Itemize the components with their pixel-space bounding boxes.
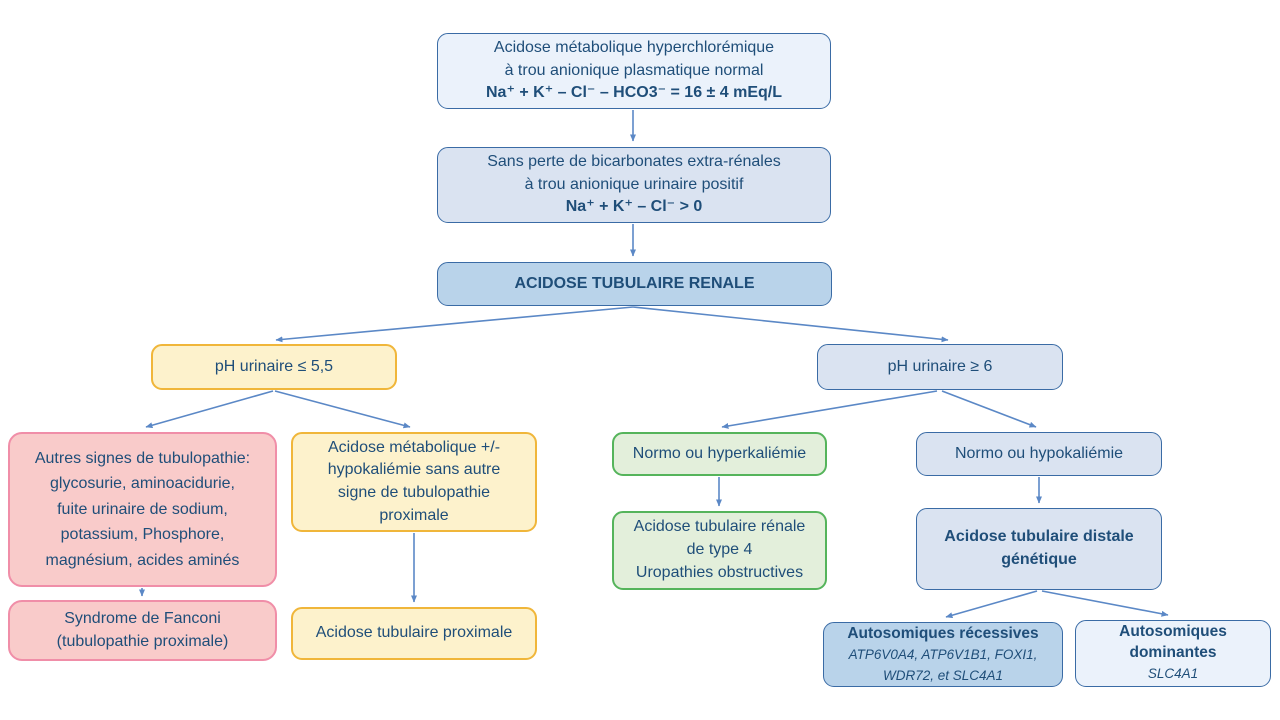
connector-arrow xyxy=(632,306,949,343)
node-genes: SLC4A1 xyxy=(1147,666,1199,682)
node-genes: ATP6V0A4, ATP6V1B1, FOXI1, WDR72, et SLC… xyxy=(848,647,1038,683)
node-title: Autosomiques dominantes xyxy=(1119,623,1227,662)
node-acidosis-hypokalemia: Acidose métabolique +/- hypokaliémie san… xyxy=(291,432,537,532)
node-normo-hyperkalemia: Normo ou hyperkaliémie xyxy=(612,432,827,476)
node-formula: Na⁺ + K⁺ – Cl⁻ > 0 xyxy=(565,198,703,216)
node-proximal-rta: Acidose tubulaire proximale xyxy=(291,607,537,660)
connector-arrow xyxy=(721,390,938,429)
node-text: Acidose métabolique hyperchlorémique à t… xyxy=(493,38,775,79)
node-title: Autosomiques récessives xyxy=(847,625,1039,643)
node-text: Sans perte de bicarbonates extra-rénales… xyxy=(487,152,781,193)
connector-arrow xyxy=(945,590,1038,619)
node-text: Normo ou hypokaliémie xyxy=(954,444,1124,462)
node-text: Acidose métabolique +/- hypokaliémie san… xyxy=(327,438,501,524)
node-type4-rta: Acidose tubulaire rénale de type 4 Uropa… xyxy=(612,511,827,590)
node-text: Autres signes de tubulopathie: glycosuri… xyxy=(34,449,251,569)
connector-arrow xyxy=(941,390,1037,428)
node-text: Syndrome de Fanconi (tubulopathie proxim… xyxy=(56,609,229,650)
node-distal-genetic-rta: Acidose tubulaire distale génétique xyxy=(916,508,1162,590)
node-renal-tubular-acidosis: ACIDOSE TUBULAIRE RENALE xyxy=(437,262,832,306)
node-no-bicarbonate-loss: Sans perte de bicarbonates extra-rénales… xyxy=(437,147,831,223)
node-text: Acidose tubulaire proximale xyxy=(315,624,513,642)
node-text: Normo ou hyperkaliémie xyxy=(632,444,807,462)
node-text: pH urinaire ≥ 6 xyxy=(887,357,993,375)
connector-arrow xyxy=(275,306,634,343)
node-normo-hypokalemia: Normo ou hypokaliémie xyxy=(916,432,1162,476)
connector-arrow xyxy=(145,390,274,429)
node-text: pH urinaire ≤ 5,5 xyxy=(214,357,334,375)
node-autosomal-recessive: Autosomiques récessives ATP6V0A4, ATP6V1… xyxy=(823,622,1063,687)
connector-arrow xyxy=(1041,590,1169,617)
node-text: Acidose tubulaire distale génétique xyxy=(944,528,1134,568)
node-ph-low: pH urinaire ≤ 5,5 xyxy=(151,344,397,390)
node-tubulopathy-signs: Autres signes de tubulopathie: glycosuri… xyxy=(8,432,277,587)
node-formula: Na⁺ + K⁺ – Cl⁻ – HCO3⁻ = 16 ± 4 mEq/L xyxy=(486,84,782,102)
node-autosomal-dominant: Autosomiques dominantes SLC4A1 xyxy=(1075,620,1271,687)
node-ph-high: pH urinaire ≥ 6 xyxy=(817,344,1063,390)
connector-arrow xyxy=(274,390,411,429)
node-fanconi-syndrome: Syndrome de Fanconi (tubulopathie proxim… xyxy=(8,600,277,661)
node-metabolic-acidosis: Acidose métabolique hyperchlorémique à t… xyxy=(437,33,831,109)
node-text: ACIDOSE TUBULAIRE RENALE xyxy=(514,274,755,292)
node-text: Acidose tubulaire rénale de type 4 Uropa… xyxy=(633,518,806,581)
